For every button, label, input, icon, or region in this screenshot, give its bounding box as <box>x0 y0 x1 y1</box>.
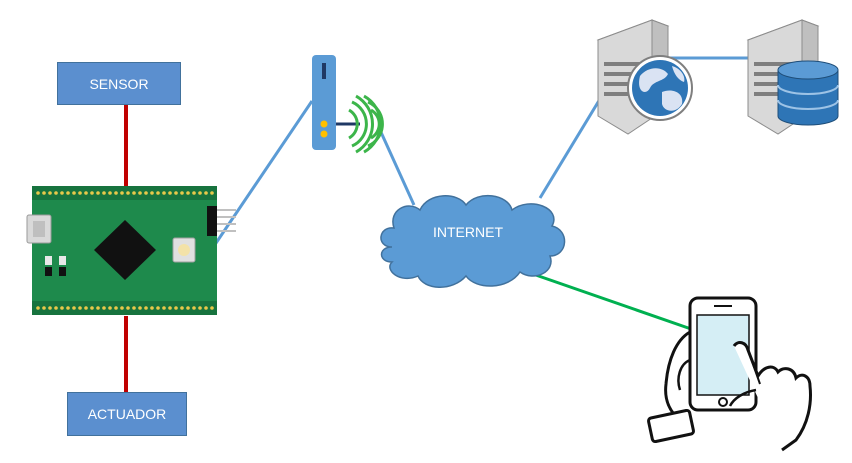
header-pin <box>66 306 70 310</box>
header-pin <box>138 191 142 195</box>
header-pin <box>108 306 112 310</box>
header-pin <box>102 306 106 310</box>
actuator-label: ACTUADOR <box>87 406 167 422</box>
header-pin <box>198 306 202 310</box>
header-pin <box>36 306 40 310</box>
header-pin <box>108 191 112 195</box>
header-pin <box>150 306 154 310</box>
header-pin <box>48 306 52 310</box>
header-pin <box>144 191 148 195</box>
header-pin <box>48 191 52 195</box>
header-pin <box>120 191 124 195</box>
router-internet-link <box>378 129 416 206</box>
database-icon <box>777 60 839 126</box>
header-pin <box>162 191 166 195</box>
header-pin <box>72 306 76 310</box>
header-pin <box>210 191 214 195</box>
header-pin <box>114 191 118 195</box>
header-pin <box>60 306 64 310</box>
header-pin <box>174 191 178 195</box>
header-pin <box>84 306 88 310</box>
globe-icon <box>627 55 693 121</box>
header-pin <box>84 191 88 195</box>
header-pin <box>54 191 58 195</box>
header-pin <box>126 191 130 195</box>
sensor-label: SENSOR <box>89 75 149 92</box>
header-pin <box>186 306 190 310</box>
header-pin <box>54 306 58 310</box>
sensor-node: SENSOR <box>57 62 181 105</box>
cloud-icon: INTERNET <box>380 194 566 288</box>
header-pin <box>150 191 154 195</box>
header-pin <box>126 306 130 310</box>
header-pin <box>144 306 148 310</box>
header-pin <box>66 191 70 195</box>
header-pin <box>180 306 184 310</box>
board-router-link <box>212 100 314 247</box>
header-pin <box>156 306 160 310</box>
header-pin <box>42 191 46 195</box>
header-pin <box>102 191 106 195</box>
microcontroller-board-icon <box>26 186 236 315</box>
header-pin <box>204 191 208 195</box>
header-pin <box>78 191 82 195</box>
header-pin <box>192 191 196 195</box>
header-pin <box>60 191 64 195</box>
header-pin <box>96 306 100 310</box>
header-pin <box>138 306 142 310</box>
header-pin <box>198 191 202 195</box>
header-pin <box>132 306 136 310</box>
header-pin <box>192 306 196 310</box>
header-pin <box>72 191 76 195</box>
internet-smartphone-link <box>529 271 695 332</box>
header-pin <box>210 306 214 310</box>
header-pin <box>156 191 160 195</box>
header-pin <box>78 306 82 310</box>
header-pin <box>114 306 118 310</box>
header-pin <box>90 306 94 310</box>
header-pin <box>120 306 124 310</box>
header-pin <box>162 306 166 310</box>
header-pin <box>168 306 172 310</box>
header-pin <box>42 306 46 310</box>
header-pin <box>90 191 94 195</box>
header-pin <box>168 191 172 195</box>
header-pin <box>132 191 136 195</box>
wifi-router-icon <box>312 55 384 154</box>
internet-webserver-link <box>538 93 605 199</box>
smartphone-in-hands-icon <box>647 296 812 452</box>
header-pin <box>204 306 208 310</box>
internet-label: INTERNET <box>433 224 503 240</box>
header-pin <box>96 191 100 195</box>
header-pin <box>180 191 184 195</box>
header-pin <box>36 191 40 195</box>
actuator-node: ACTUADOR <box>67 392 187 436</box>
header-pin <box>174 306 178 310</box>
header-pin <box>186 191 190 195</box>
